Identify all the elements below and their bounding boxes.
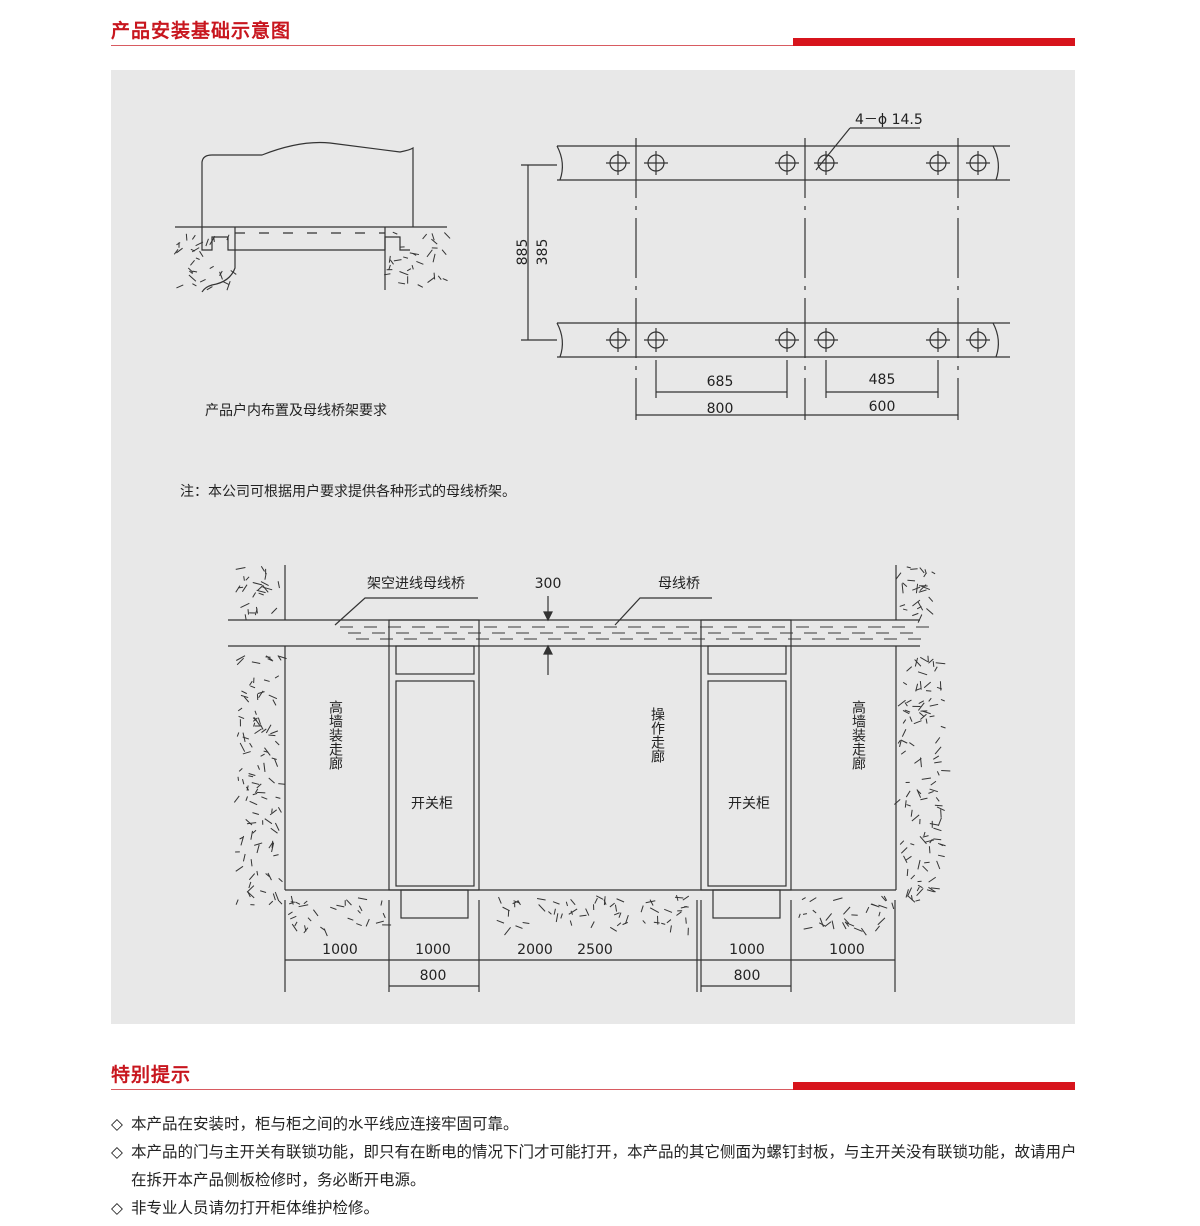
switch-cabinet-2-label: 开关柜 [728,796,770,812]
bolt-hole-icon [775,328,799,352]
bolt-hole-icon [966,328,990,352]
bolt-hole-icon [926,151,950,175]
section-title-installation: 产品安装基础示意图 [111,20,292,42]
dim-600: 600 [869,399,896,415]
diamond-bullet-icon: ◇ [111,1199,123,1217]
dim-800: 800 [707,401,734,417]
bolt-hole-icon [606,151,630,175]
corridor-right-label: 高墙装走廊 [850,699,866,770]
tip-text: 本产品的门与主开关有联锁功能，即只有在断电的情况下门才可能打开，本产品的其它侧面… [131,1143,1077,1189]
dim-label: 1000 [322,942,358,958]
switch-cabinet-1-label: 开关柜 [411,796,453,812]
dim-label: 1000 [829,942,865,958]
diagram-panel [111,70,1075,1024]
bolt-hole-icon [644,151,668,175]
dim-label: 800 [734,968,761,984]
dim-885: 885 [515,239,531,266]
title-divider [111,45,796,46]
dim-label: 1000 [415,942,451,958]
top-left-caption: 产品户内布置及母线桥架要求 [205,402,387,419]
dim-485: 485 [869,372,896,388]
corridor-left-label: 高墙装走廊 [327,699,343,770]
bolt-hole-icon [644,328,668,352]
dim-label: 2500 [577,942,613,958]
tip-item: ◇ 非专业人员请勿打开柜体维护检修。 [111,1194,1081,1222]
room-layout-diagram [228,565,951,992]
busbar-rail-diagram [521,127,1010,420]
diamond-bullet-icon: ◇ [111,1115,123,1133]
tip-item: ◇ 本产品的门与主开关有联锁功能，即只有在断电的情况下门才可能打开，本产品的其它侧… [111,1138,1081,1194]
soil-hatch [233,565,951,937]
section-title-tips: 特别提示 [111,1064,192,1086]
bolt-hole-icon [606,328,630,352]
bolt-hole-icon [926,328,950,352]
title-divider [111,1089,796,1090]
operation-corridor-label: 操作走廊 [649,707,665,763]
dim-300: 300 [535,576,562,592]
note-text: 注：本公司可根据用户要求提供各种形式的母线桥架。 [180,483,516,500]
dim-385: 385 [535,239,551,266]
dim-label: 1000 [729,942,765,958]
tip-text: 本产品在安装时，柜与柜之间的水平线应连接牢固可靠。 [131,1115,519,1133]
title-accent-bar [793,1082,1075,1090]
bolt-hole-icon [814,151,838,175]
hole-spec-label: 4－ϕ 14.5 [855,112,923,128]
bolt-hole-icon [775,151,799,175]
dim-label: 800 [420,968,447,984]
tip-item: ◇ 本产品在安装时，柜与柜之间的水平线应连接牢固可靠。 [111,1110,1081,1138]
tips-list: ◇ 本产品在安装时，柜与柜之间的水平线应连接牢固可靠。 ◇ 本产品的门与主开关有联锁… [111,1110,1081,1222]
bolt-hole-icon [966,151,990,175]
dim-label: 2000 [517,942,553,958]
cabinet-foundation-diagram [173,141,451,293]
soil-hatch [173,231,451,291]
dim-685: 685 [707,374,734,390]
title-accent-bar [793,38,1075,46]
busbar-bridge-label: 母线桥 [658,576,700,592]
bolt-hole-icon [814,328,838,352]
tip-text: 非专业人员请勿打开柜体维护检修。 [131,1199,380,1217]
diamond-bullet-icon: ◇ [111,1143,123,1161]
overhead-bridge-label: 架空进线母线桥 [367,576,465,592]
